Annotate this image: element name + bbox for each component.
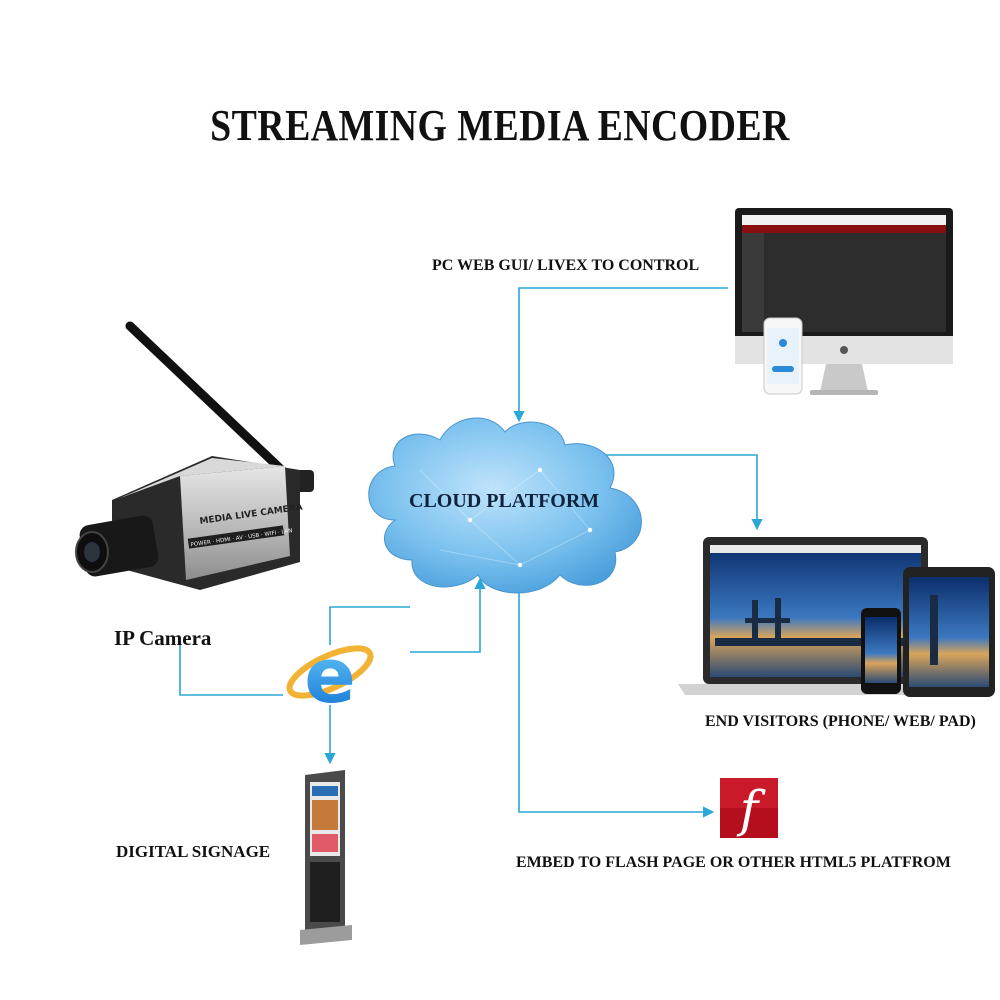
connector-pc-to-cloud bbox=[513, 287, 728, 423]
cloud-platform-label: CLOUD PLATFORM bbox=[409, 490, 600, 512]
ip-camera-icon: MEDIA LIVE CAMERA POWER · HDMI · AV · US… bbox=[75, 321, 314, 590]
ie-letter: e bbox=[304, 631, 356, 720]
connector-camera-to-ie bbox=[179, 640, 283, 696]
cloud-icon bbox=[368, 417, 642, 594]
pc-control-label: PC WEB GUI/ LIVEX TO CONTROL bbox=[432, 257, 700, 274]
flash-icon: f bbox=[720, 778, 778, 838]
digital-signage-label: DIGITAL SIGNAGE bbox=[116, 842, 271, 861]
digital-signage-icon bbox=[300, 770, 352, 945]
ip-camera-label: IP Camera bbox=[114, 626, 212, 650]
end-visitors-label: END VISITORS (PHONE/ WEB/ PAD) bbox=[705, 713, 976, 730]
connector-lines bbox=[179, 287, 763, 818]
tablet-icon bbox=[903, 567, 995, 697]
embed-label: EMBED TO FLASH PAGE OR OTHER HTML5 PLATF… bbox=[516, 854, 951, 871]
connector-ie-to-cloud bbox=[410, 577, 486, 653]
phone-icon bbox=[861, 608, 901, 694]
connector-cloud-to-flash bbox=[518, 582, 715, 818]
page-title: STREAMING MEDIA ENCODER bbox=[210, 101, 790, 150]
ie-browser-icon: e bbox=[286, 631, 374, 720]
connector-ie-top bbox=[329, 606, 410, 645]
phone-icon bbox=[763, 317, 803, 395]
connector-cloud-to-end-visitors bbox=[600, 454, 763, 531]
